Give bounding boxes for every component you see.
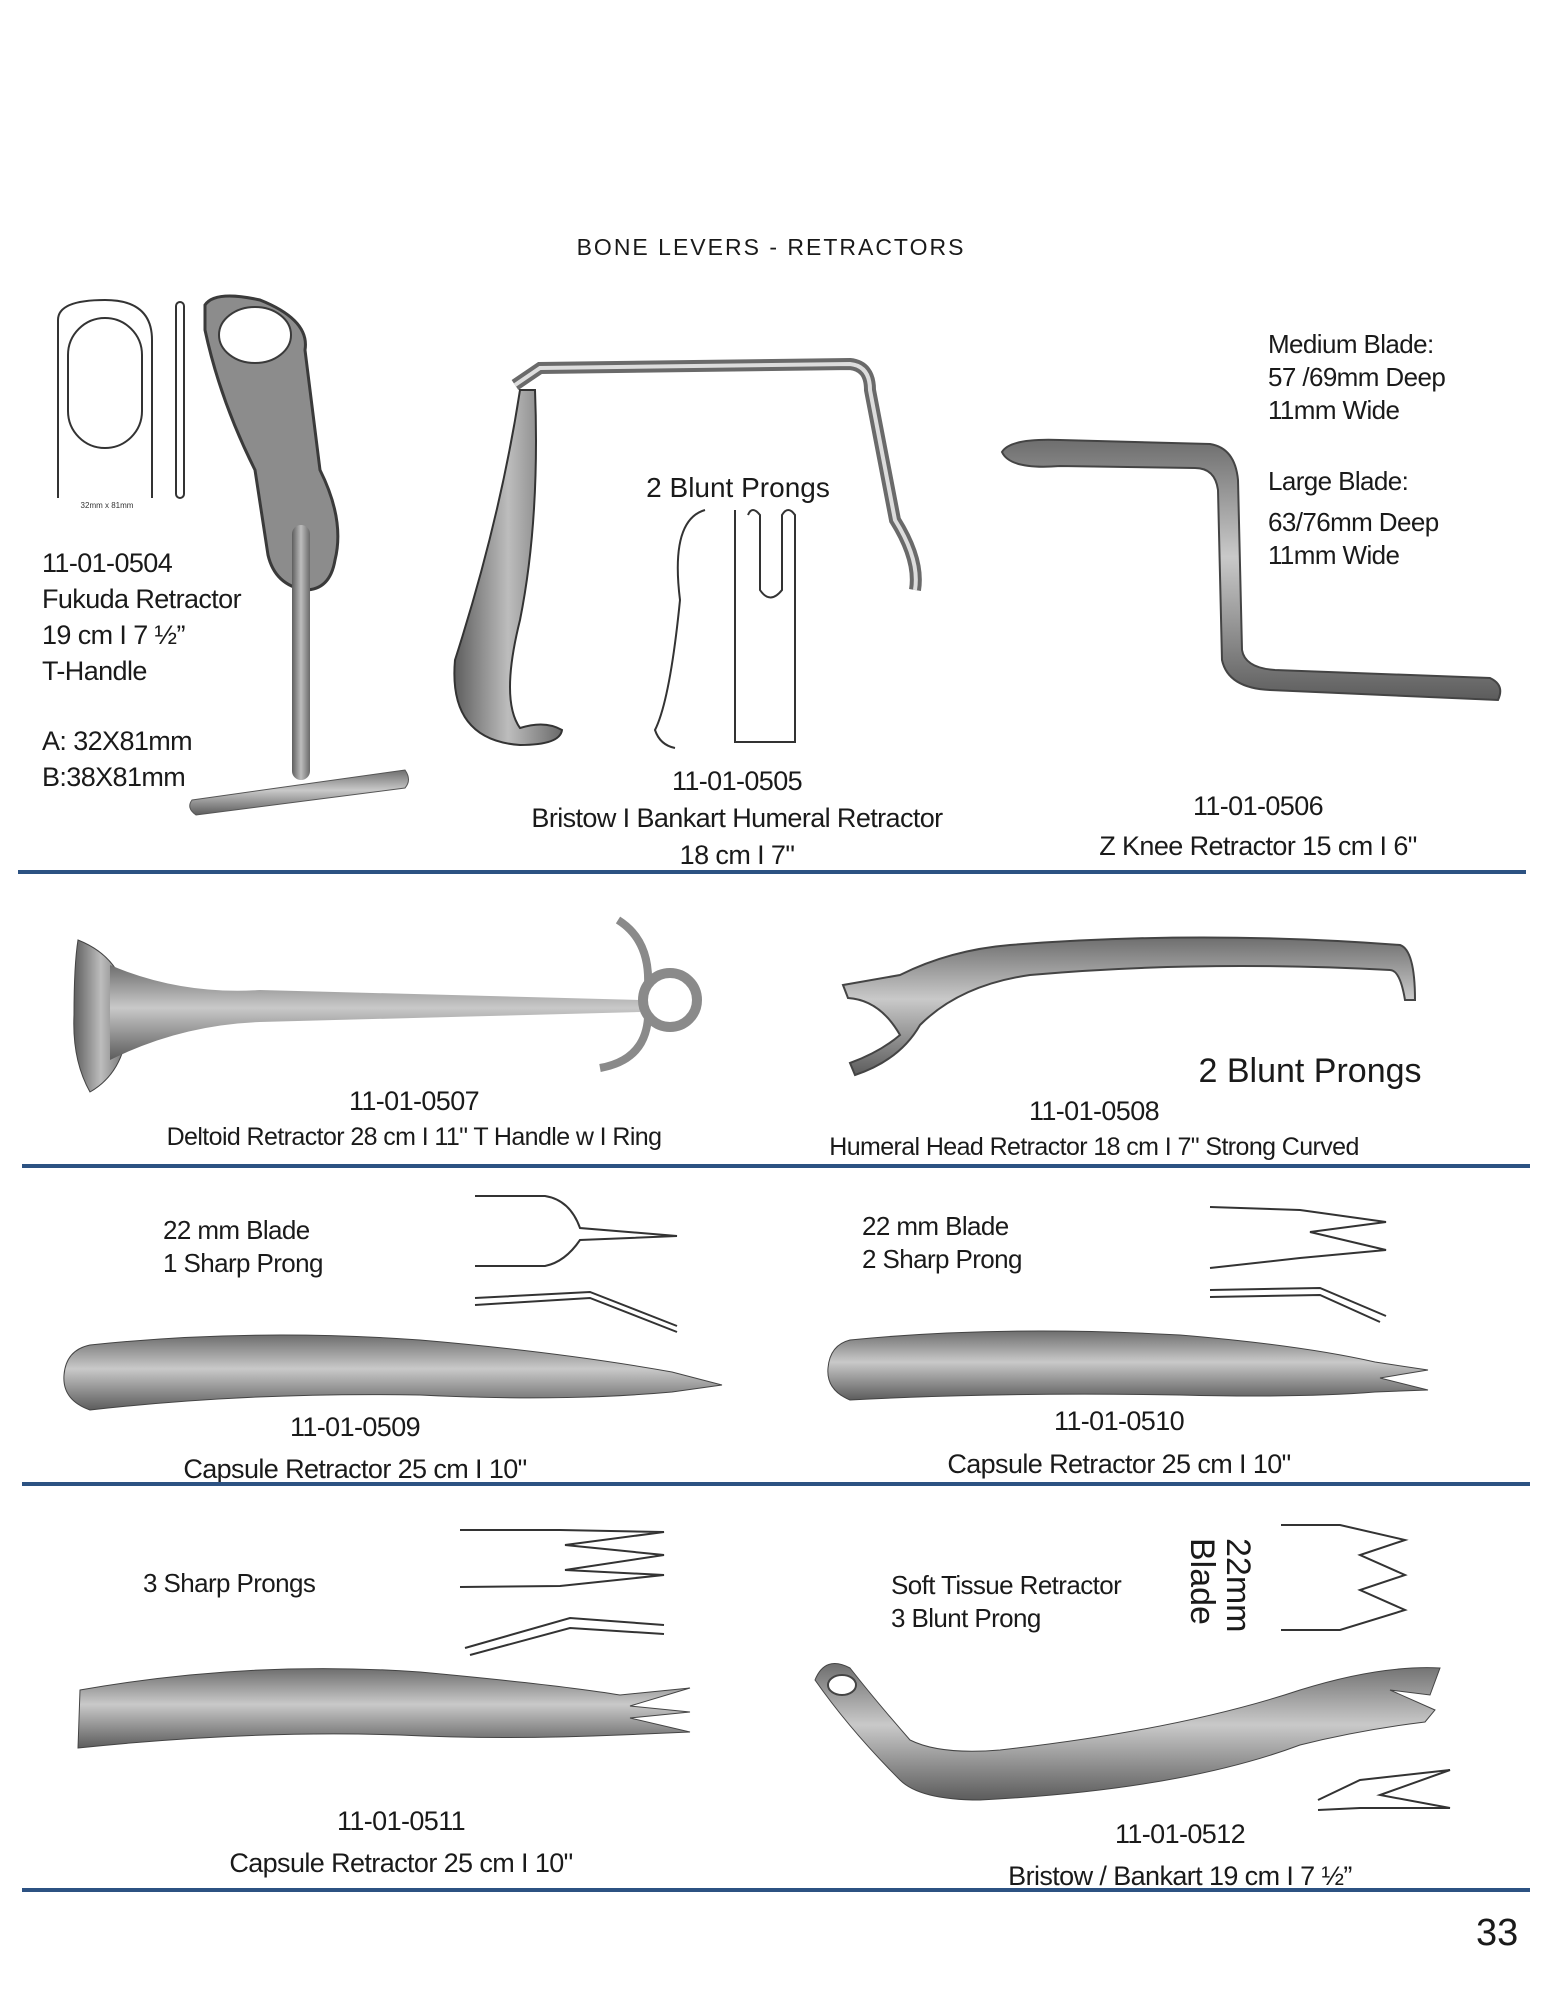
- product-0504-info: 11-01-0504 Fukuda Retractor 19 cm I 7 ½”…: [42, 545, 242, 795]
- product-0509-notes: 22 mm Blade 1 Sharp Prong: [163, 1214, 323, 1280]
- product-name: Capsule Retractor 25 cm I 10": [947, 1449, 1291, 1479]
- product-size: 18 cm I 7": [679, 840, 795, 870]
- bristow-bankart-retractor-image: [453, 357, 922, 749]
- product-name: Capsule Retractor 25 cm I 10": [229, 1848, 573, 1878]
- product-0512-info: 11-01-0512 Bristow / Bankart 19 cm I 7 ½…: [1008, 1813, 1352, 1897]
- blade-specs: Medium Blade: 57 /69mm Deep 11mm Wide La…: [1268, 328, 1446, 572]
- product-name: Fukuda Retractor: [42, 584, 242, 614]
- product-0505-info: 11-01-0505 Bristow I Bankart Humeral Ret…: [531, 763, 943, 874]
- product-name: Bristow I Bankart Humeral Retractor: [531, 803, 943, 833]
- z-knee-retractor-image: [1000, 438, 1502, 702]
- section-divider: [18, 870, 1526, 874]
- product-name: Bristow / Bankart 19 cm I 7 ½”: [1008, 1861, 1352, 1891]
- product-name: Z Knee Retractor 15 cm I 6": [1099, 831, 1417, 861]
- product-code: 11-01-0504: [42, 548, 173, 578]
- page-number: 33: [1476, 1912, 1519, 1954]
- section-divider: [22, 1164, 1530, 1168]
- medium-blade-depth: 57 /69mm Deep: [1268, 362, 1446, 392]
- product-0512-notes: Soft Tissue Retractor 3 Blunt Prong: [891, 1569, 1122, 1635]
- prong-type: 3 Blunt Prong: [891, 1603, 1041, 1633]
- medium-blade-label: Medium Blade:: [1268, 329, 1434, 359]
- section-divider: [22, 1888, 1530, 1892]
- product-code: 11-01-0509: [289, 1412, 421, 1442]
- prong-type: 2 Sharp Prong: [862, 1244, 1022, 1274]
- blade-size-rotated: 22mm Blade: [1183, 1538, 1257, 1633]
- prong-note: 2 Blunt Prongs: [1198, 1052, 1422, 1090]
- prong-type: 1 Sharp Prong: [163, 1248, 323, 1278]
- product-code: 11-01-0506: [1192, 791, 1324, 821]
- product-name: Capsule Retractor 25 cm I 10": [183, 1454, 527, 1484]
- fukuda-retractor-image: 32mm x 81mm: [57, 294, 409, 816]
- product-code: 11-01-0512: [1114, 1819, 1246, 1849]
- product-0511-info: 11-01-0511 Capsule Retractor 25 cm I 10": [229, 1800, 573, 1884]
- large-blade-depth: 63/76mm Deep: [1268, 507, 1439, 537]
- product-code: 11-01-0510: [1053, 1406, 1185, 1436]
- product-name: Humeral Head Retractor 18 cm I 7" Strong…: [829, 1133, 1359, 1161]
- prong-note: 2 Blunt Prongs: [646, 472, 830, 503]
- product-0509-info: 11-01-0509 Capsule Retractor 25 cm I 10": [183, 1406, 527, 1490]
- spec-a: A: 32X81mm: [42, 726, 193, 756]
- product-0510-notes: 22 mm Blade 2 Sharp Prong: [862, 1210, 1022, 1276]
- blade-size: 22 mm Blade: [163, 1215, 310, 1245]
- prong-type: 3 Sharp Prongs: [143, 1568, 316, 1598]
- bristow-bankart-0512-image: [814, 1524, 1451, 1811]
- capsule-retractor-0511-image: [77, 1529, 691, 1749]
- product-code: 11-01-0505: [671, 766, 803, 796]
- product-0510-info: 11-01-0510 Capsule Retractor 25 cm I 10": [947, 1400, 1291, 1486]
- product-name: Deltoid Retractor 28 cm I 11" T Handle w…: [166, 1123, 662, 1151]
- product-0508-info: 11-01-0508 Humeral Head Retractor 18 cm …: [829, 1093, 1359, 1165]
- humeral-head-retractor-image: [841, 936, 1417, 1077]
- product-code: 11-01-0508: [1028, 1096, 1160, 1126]
- medium-blade-width: 11mm Wide: [1268, 395, 1400, 425]
- capsule-retractor-0510-image: [827, 1206, 1429, 1401]
- diagram-caption: 32mm x 81mm: [81, 501, 134, 510]
- section-divider: [22, 1482, 1530, 1486]
- product-code: 11-01-0507: [348, 1086, 480, 1116]
- large-blade-width: 11mm Wide: [1268, 540, 1400, 570]
- product-type: Soft Tissue Retractor: [891, 1570, 1122, 1600]
- page-title: BONE LEVERS - RETRACTORS: [576, 234, 966, 260]
- product-0507-info: 11-01-0507 Deltoid Retractor 28 cm I 11"…: [167, 1083, 662, 1155]
- blade-size: 22 mm Blade: [862, 1211, 1009, 1241]
- product-code: 11-01-0511: [336, 1806, 466, 1836]
- deltoid-retractor-image: [73, 916, 702, 1093]
- product-0506-info: 11-01-0506 Z Knee Retractor 15 cm I 6": [1099, 786, 1417, 866]
- product-size: 19 cm I 7 ½”: [42, 620, 185, 650]
- capsule-retractor-0509-image: [63, 1195, 723, 1411]
- large-blade-label: Large Blade:: [1268, 466, 1409, 496]
- product-handle: T-Handle: [42, 656, 147, 686]
- spec-b: B:38X81mm: [42, 762, 186, 792]
